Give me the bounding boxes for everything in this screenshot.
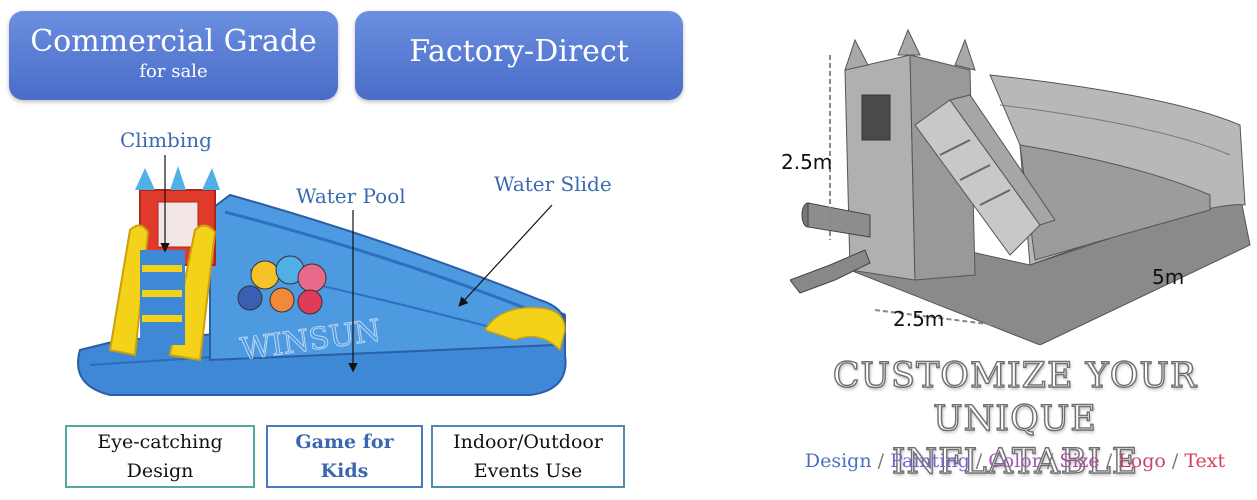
option-separator: /	[871, 450, 891, 472]
customize-heading-line2: INFLATABLE	[891, 441, 1139, 482]
feature-eye-catching: Eye-catching Design	[65, 425, 255, 488]
factory-direct-title: Factory-Direct	[409, 34, 629, 69]
customize-option-size: Size	[1059, 450, 1100, 472]
customize-option-logo: Logo	[1118, 450, 1166, 472]
feature-game-for-kids: Game for Kids	[266, 425, 423, 488]
factory-direct-badge: Factory-Direct	[355, 11, 683, 100]
commercial-grade-title: Commercial Grade	[30, 24, 317, 59]
commercial-grade-badge: Commercial Grade for sale	[9, 11, 338, 100]
feature-line: Eye-catching	[97, 430, 223, 453]
customize-option-text: Text	[1184, 450, 1226, 472]
feature-line: Game for	[295, 430, 394, 453]
inflatable-slide-image: WINSUN	[77, 166, 567, 396]
option-separator: /	[1040, 450, 1060, 472]
feature-indoor-outdoor: Indoor/Outdoor Events Use	[431, 425, 625, 488]
customize-option-color: Color	[988, 450, 1041, 472]
customize-heading-line1: CUSTOMIZE YOUR UNIQUE	[832, 355, 1198, 439]
option-separator: /	[1165, 450, 1185, 472]
customize-option-design: Design	[804, 450, 872, 472]
feature-line: Events Use	[473, 459, 583, 482]
height-dimension-label: 2.5m	[781, 150, 833, 174]
water-slide-label: Water Slide	[494, 172, 612, 196]
feature-line: Kids	[320, 459, 369, 482]
customize-option-painting: Painting	[890, 450, 970, 472]
option-separator: /	[1099, 450, 1119, 472]
climbing-label: Climbing	[120, 128, 212, 152]
feature-line: Design	[126, 459, 194, 482]
feature-line: Indoor/Outdoor	[453, 430, 603, 453]
inflatable-3d-model-image	[790, 28, 1251, 345]
water-pool-label: Water Pool	[296, 184, 406, 208]
width-dimension-label: 2.5m	[893, 307, 945, 331]
customize-heading: CUSTOMIZE YOUR UNIQUE INFLATABLE	[770, 355, 1257, 484]
length-dimension-label: 5m	[1152, 265, 1185, 289]
customize-options: Design / Painting / Color / Size / Logo …	[770, 450, 1257, 472]
callout-arrows	[160, 155, 553, 373]
for-sale-subtitle: for sale	[139, 61, 208, 82]
option-separator: /	[969, 450, 989, 472]
